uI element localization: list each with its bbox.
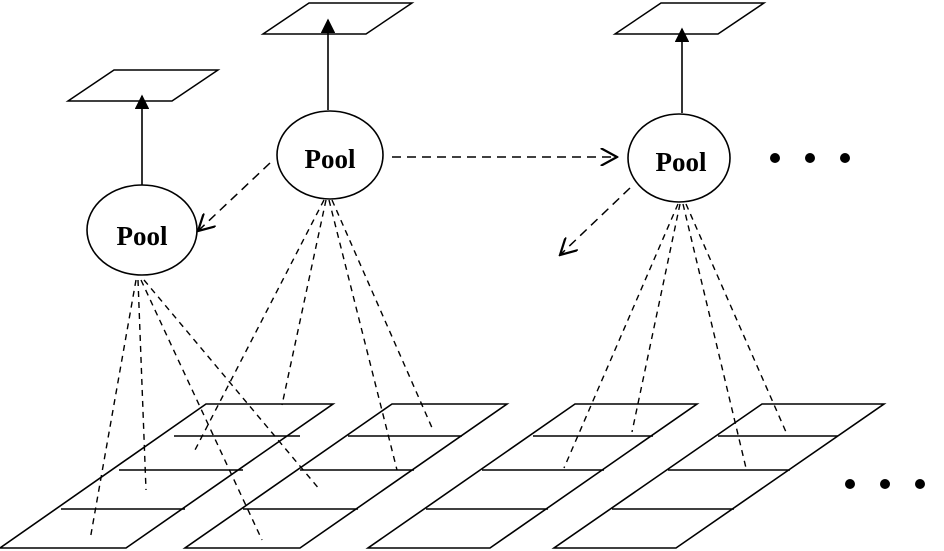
pool-node-left: Pool [86,184,198,276]
input-grid-3 [365,403,700,549]
ellipsis-top-text: • • • [0,0,2,1]
input-grid-1 [0,403,336,549]
output-plane-right [612,2,767,35]
input-grid-4 [551,403,887,549]
ellipsis-top: • • • [0,0,850,163]
shift-arrow-down-left [560,187,631,255]
pool-node-right-label: Pool [656,147,707,177]
input-grid-2 [182,403,510,549]
ellipsis-bottom: • • • [0,0,925,489]
receptive-field-middle [194,199,434,471]
output-plane-left [65,69,221,102]
receptive-field-right [563,203,787,469]
pool-node-middle-label: Pool [305,144,356,174]
pool-node-right: Pool [627,113,731,203]
ellipsis-bottom-text: • • • [0,0,2,1]
receptive-field-left [89,279,321,541]
pool-node-left-label: Pool [117,221,168,251]
pool-node-middle: Pool [276,110,384,200]
shift-arrow-left [198,162,271,231]
output-plane-middle [260,2,415,35]
